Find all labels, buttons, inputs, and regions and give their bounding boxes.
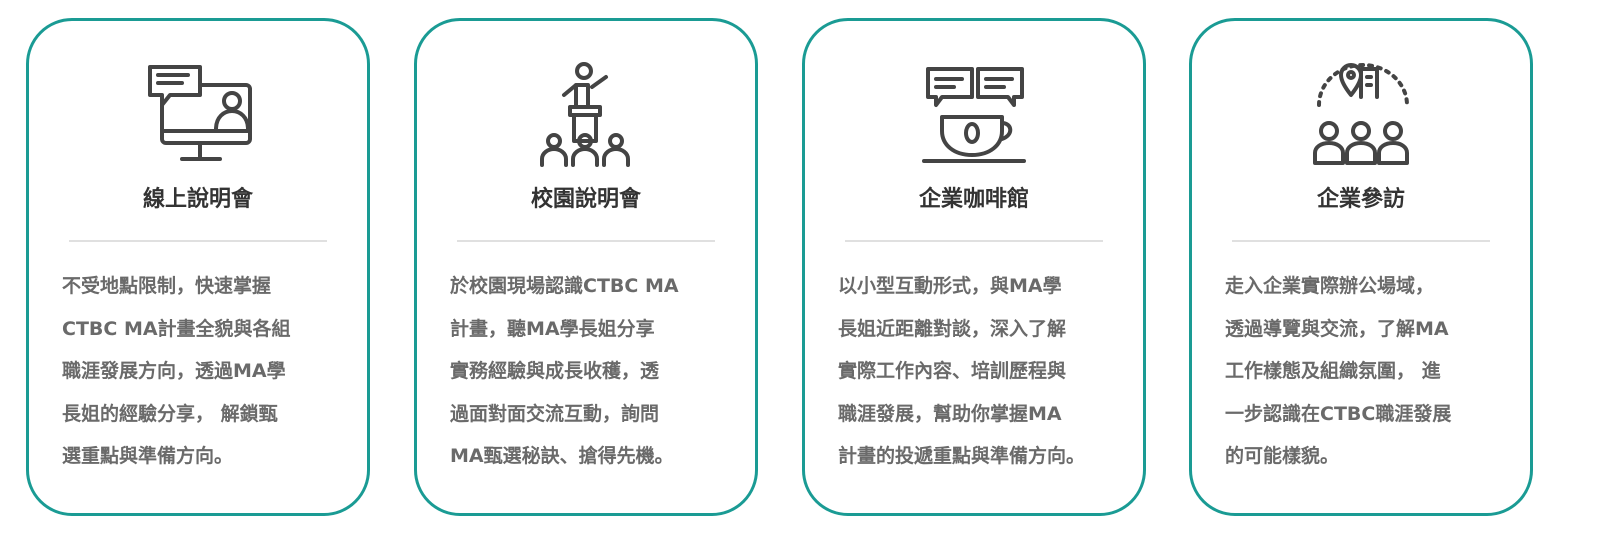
- card-description: 不受地點限制，快速掌握 CTBC MA計畫全貌與各組 職涯發展方向，透過MA學 …: [62, 265, 347, 478]
- text-line: 一步認識在CTBC職涯發展: [1225, 402, 1452, 425]
- card-title: 線上說明會: [142, 187, 253, 212]
- card-company-cafe: 企業咖啡館 以小型互動形式，與MA學 長姐近距離對談，深入了解 實際工作內容、培…: [802, 18, 1146, 516]
- text-line: 透過導覽與交流，了解MA: [1225, 317, 1449, 340]
- card-campus-session: 校園說明會 於校園現場認識CTBC MA 計畫，聽MA學長姐分享 實務經驗與成長…: [414, 18, 758, 516]
- card-description: 走入企業實際辦公場域， 透過導覽與交流，了解MA 工作樣態及組織氛圍， 進 一步…: [1225, 265, 1510, 478]
- card-title: 校園說明會: [530, 187, 641, 212]
- divider: [845, 240, 1103, 242]
- coffee-chat-icon: [914, 47, 1034, 167]
- campus-speaker-icon: [526, 47, 646, 167]
- card-description: 以小型互動形式，與MA學 長姐近距離對談，深入了解 實際工作內容、培訓歷程與 職…: [838, 265, 1123, 478]
- text-line: 職涯發展方向，透過MA學: [62, 360, 286, 382]
- text-line: 走入企業實際辦公場域，: [1225, 275, 1435, 297]
- text-line: 實際工作內容、培訓歷程與: [838, 360, 1067, 382]
- text-line: CTBC MA計畫全貌與各組: [62, 317, 291, 340]
- text-line: 不受地點限制，快速掌握: [62, 275, 272, 297]
- online-presentation-icon: [138, 47, 258, 167]
- company-visit-icon: [1301, 47, 1421, 167]
- card-company-visit: 企業參訪 走入企業實際辦公場域， 透過導覽與交流，了解MA 工作樣態及組織氛圍，…: [1189, 18, 1533, 516]
- divider: [69, 240, 327, 242]
- divider: [1232, 240, 1490, 242]
- text-line: 計畫，聽MA學長姐分享: [450, 317, 655, 340]
- text-line: MA甄選秘訣、搶得先機。: [450, 445, 674, 467]
- text-line: 以小型互動形式，與MA學: [838, 275, 1062, 297]
- text-line: 於校園現場認識CTBC MA: [450, 275, 679, 297]
- text-line: 計畫的投遞重點與準備方向。: [838, 445, 1086, 467]
- card-title: 企業咖啡館: [918, 187, 1029, 212]
- text-line: 工作樣態及組織氛圍， 進: [1225, 360, 1441, 382]
- card-online-session: 線上說明會 不受地點限制，快速掌握 CTBC MA計畫全貌與各組 職涯發展方向，…: [26, 18, 370, 516]
- text-line: 的可能樣貌。: [1225, 445, 1340, 467]
- text-line: 選重點與準備方向。: [62, 445, 234, 467]
- card-title: 企業參訪: [1316, 187, 1405, 212]
- text-line: 實務經驗與成長收穫，透: [450, 360, 660, 382]
- card-description: 於校園現場認識CTBC MA 計畫，聽MA學長姐分享 實務經驗與成長收穫，透 過…: [450, 265, 735, 478]
- text-line: 長姐的經驗分享， 解鎖甄: [62, 402, 278, 425]
- text-line: 過面對面交流互動，詢問: [450, 402, 660, 425]
- text-line: 職涯發展，幫助你掌握MA: [838, 402, 1062, 425]
- divider: [457, 240, 715, 242]
- text-line: 長姐近距離對談，深入了解: [838, 317, 1067, 340]
